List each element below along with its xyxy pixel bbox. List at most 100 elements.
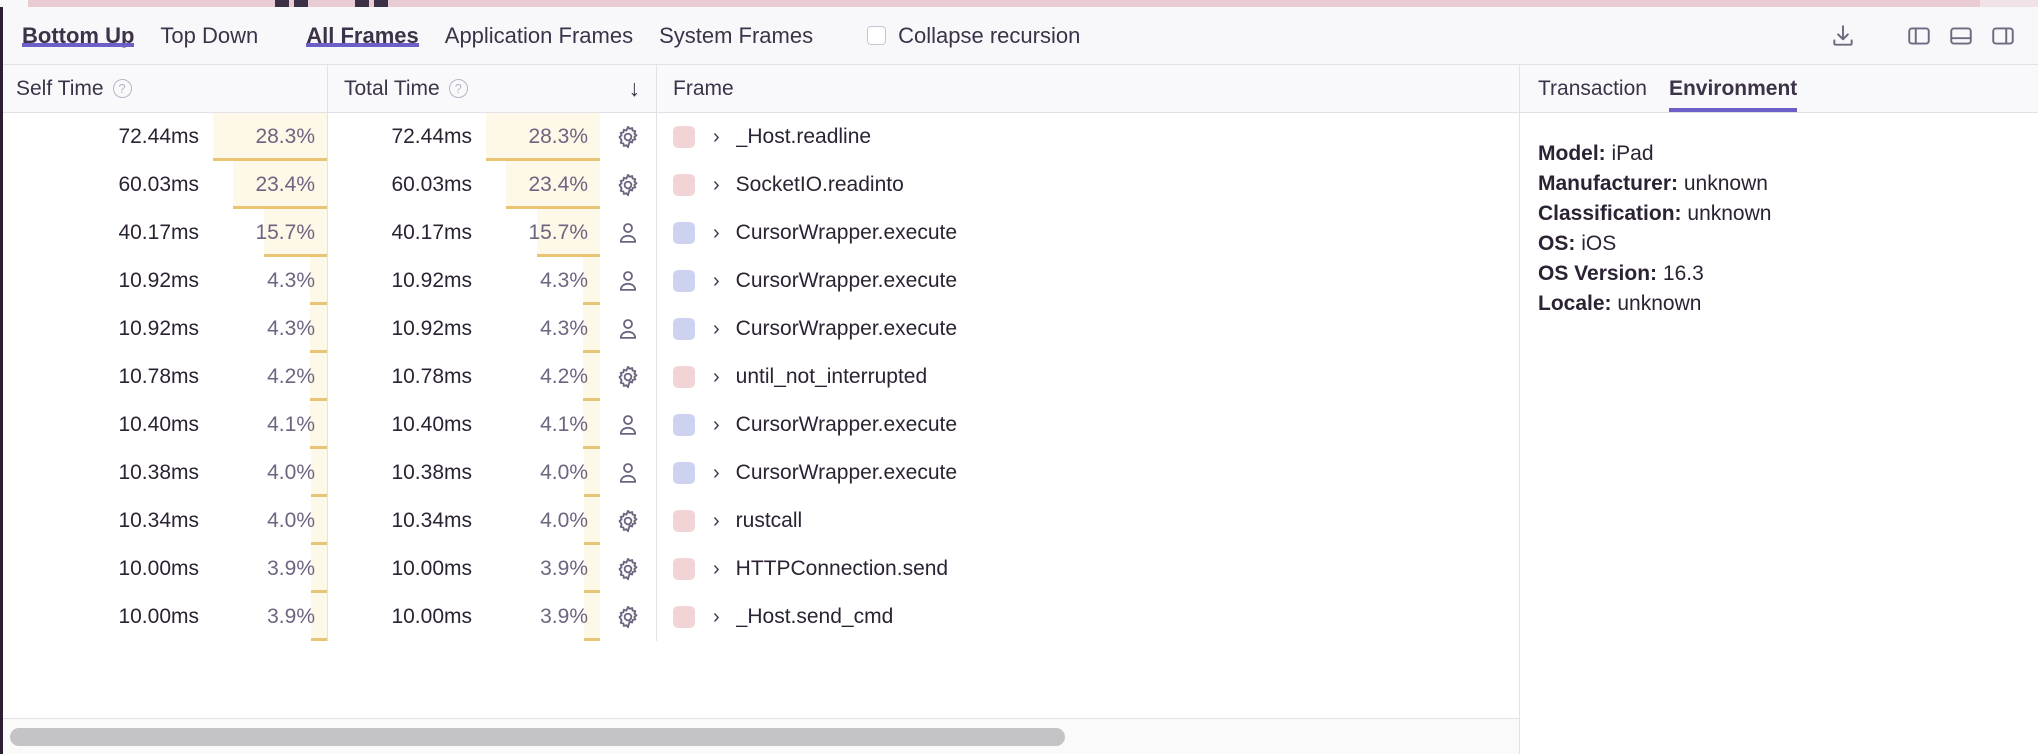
self-time-ms: 10.40ms: [118, 413, 199, 436]
collapse-recursion-toggle[interactable]: Collapse recursion: [867, 23, 1080, 49]
expand-chevron-icon[interactable]: ›: [713, 174, 720, 196]
percent-bar: [310, 305, 327, 353]
expand-chevron-icon[interactable]: ›: [713, 462, 720, 484]
environment-row: Classification: unknown: [1538, 199, 2038, 229]
self-time-percent-value: 4.3%: [267, 317, 315, 340]
collapse-recursion-checkbox[interactable]: [867, 26, 887, 45]
total-time-ms: 10.92ms: [391, 317, 472, 340]
tab-bottom-up[interactable]: Bottom Up: [22, 24, 135, 47]
self-time-percent-value: 15.7%: [255, 221, 315, 244]
self-time-ms: 10.00ms: [118, 605, 199, 628]
frame-color-swatch: [673, 174, 695, 196]
gear-icon[interactable]: [600, 545, 656, 593]
person-icon[interactable]: [600, 449, 656, 497]
frame-cell: ›_Host.send_cmd: [657, 593, 1519, 641]
tab-transaction[interactable]: Transaction: [1538, 65, 1647, 112]
frame-cell: ›CursorWrapper.execute: [657, 449, 1519, 497]
info-icon-total-time[interactable]: ?: [448, 79, 468, 98]
person-icon[interactable]: [600, 209, 656, 257]
expand-chevron-icon[interactable]: ›: [713, 510, 720, 532]
percent-bar: [583, 305, 600, 353]
total-time-ms: 10.78ms: [391, 365, 472, 388]
expand-chevron-icon[interactable]: ›: [713, 222, 720, 244]
frame-color-swatch: [673, 318, 695, 340]
flamegraph-strip[interactable]: [0, 0, 2038, 7]
column-header-frame[interactable]: Frame: [657, 65, 1519, 112]
column-header-self-time[interactable]: Self Time ?: [0, 65, 328, 112]
person-icon[interactable]: [600, 401, 656, 449]
expand-chevron-icon[interactable]: ›: [713, 366, 720, 388]
frame-cell: › CursorWrapper.execute: [657, 257, 1519, 305]
info-icon-self-time[interactable]: ?: [112, 79, 132, 98]
tab-all-frames[interactable]: All Frames: [306, 22, 419, 48]
tab-all-frames-label: All Frames: [306, 22, 419, 48]
expand-chevron-icon[interactable]: ›: [713, 270, 720, 292]
frame-name: _Host.readline: [735, 125, 872, 148]
total-time-percent: 28.3%: [486, 113, 600, 161]
expand-chevron-icon[interactable]: ›: [713, 414, 720, 436]
total-time-percent-value: 3.9%: [540, 605, 588, 628]
collapse-recursion-label: Collapse recursion: [898, 22, 1081, 48]
gear-icon[interactable]: [600, 497, 656, 545]
scrollbar-thumb[interactable]: [10, 727, 1065, 746]
percent-bar: [310, 257, 327, 305]
expand-chevron-icon[interactable]: ›: [713, 318, 720, 340]
tab-top-down[interactable]: Top Down: [160, 24, 258, 47]
frame-name: CursorWrapper.execute: [735, 269, 958, 292]
person-icon[interactable]: [600, 305, 656, 353]
panel-right-icon[interactable]: [1986, 19, 2020, 53]
self-time-ms: 10.78ms: [118, 365, 199, 388]
percent-bar: [584, 497, 600, 545]
horizontal-scroll-area[interactable]: [0, 718, 1519, 754]
tab-application-frames[interactable]: Application Frames: [445, 24, 633, 47]
gear-icon[interactable]: [600, 161, 656, 209]
total-time-ms: 10.92ms: [391, 269, 472, 292]
self-time-percent-value: 3.9%: [267, 605, 315, 628]
sort-descending-icon[interactable]: ↓: [628, 75, 641, 101]
environment-key: Locale:: [1538, 292, 1612, 316]
percent-bar: [264, 209, 327, 257]
person-icon[interactable]: [600, 257, 656, 305]
panel-left-icon[interactable]: [1902, 19, 1936, 53]
total-time-ms: 10.00ms: [391, 557, 472, 580]
column-header-frame-label: Frame: [673, 76, 734, 100]
self-time-percent-value: 28.3%: [255, 125, 315, 148]
self-time-cell: 10.00ms 3.9%: [0, 593, 328, 641]
expand-chevron-icon[interactable]: ›: [713, 126, 720, 148]
total-time-percent: 4.0%: [486, 497, 600, 545]
environment-value: unknown: [1617, 292, 1702, 316]
frame-cell: ›CursorWrapper.execute: [657, 209, 1519, 257]
expand-chevron-icon[interactable]: ›: [713, 558, 720, 580]
gear-icon[interactable]: [600, 113, 656, 161]
gear-icon[interactable]: [600, 353, 656, 401]
scrollbar-track[interactable]: [6, 727, 1513, 747]
tab-system-frames[interactable]: System Frames: [659, 24, 813, 47]
panel-bottom-icon[interactable]: [1944, 19, 1978, 53]
column-header-total-time[interactable]: Total Time ? ↓: [328, 65, 657, 112]
tab-environment[interactable]: Environment: [1668, 65, 1798, 112]
self-time-percent: 28.3%: [213, 113, 327, 161]
percent-bar: [311, 593, 327, 641]
gear-icon[interactable]: [600, 593, 656, 641]
download-icon[interactable]: [1826, 19, 1860, 53]
environment-value: 16.3: [1662, 262, 1704, 286]
tab-environment-label: Environment: [1668, 76, 1798, 100]
expand-chevron-icon[interactable]: ›: [713, 606, 720, 628]
total-time-percent: 23.4%: [486, 161, 600, 209]
self-time-ms: 10.92ms: [118, 317, 199, 340]
